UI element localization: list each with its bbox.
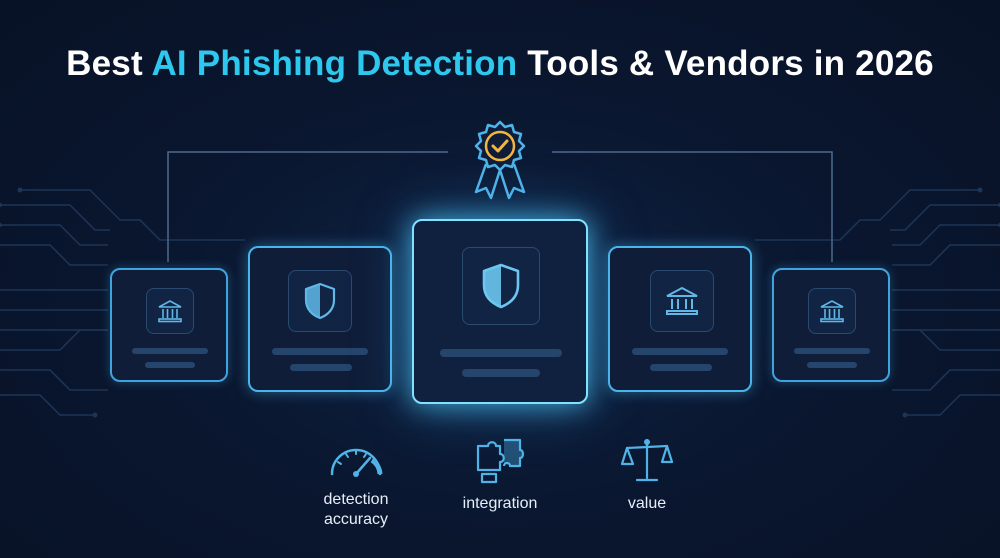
feature-detection-accuracy: detection accuracy bbox=[300, 440, 412, 530]
title-part-1: Best bbox=[66, 44, 152, 83]
card-icon-box bbox=[462, 247, 540, 325]
feature-label: detection bbox=[323, 491, 389, 508]
placeholder-bar bbox=[650, 364, 712, 371]
card-icon-box bbox=[650, 270, 714, 332]
title-part-2: Tools & Vendors in 2026 bbox=[517, 44, 934, 83]
page-title: Best AI Phishing Detection Tools & Vendo… bbox=[0, 44, 1000, 84]
feature-label: integration bbox=[462, 495, 538, 512]
vendor-card-2[interactable] bbox=[248, 246, 392, 392]
placeholder-bar bbox=[272, 348, 368, 355]
vendor-card-4[interactable] bbox=[608, 246, 752, 392]
placeholder-bar bbox=[794, 348, 870, 354]
vendor-card-5[interactable] bbox=[772, 268, 890, 382]
feature-label: value bbox=[627, 495, 667, 512]
balance-scale-icon bbox=[621, 438, 673, 482]
bank-building-icon bbox=[666, 286, 698, 315]
puzzle-pieces-icon bbox=[476, 438, 525, 484]
feature-value: value bbox=[592, 436, 702, 514]
bank-building-icon bbox=[820, 300, 844, 323]
title-highlight: AI Phishing Detection bbox=[151, 44, 518, 83]
award-ribbon-check-icon bbox=[474, 120, 526, 200]
card-icon-box bbox=[808, 288, 856, 334]
vendor-card-featured[interactable] bbox=[412, 219, 588, 404]
placeholder-bar bbox=[462, 369, 540, 377]
bank-building-icon bbox=[158, 300, 182, 323]
shield-icon bbox=[482, 263, 520, 309]
placeholder-bar bbox=[290, 364, 352, 371]
placeholder-bar bbox=[132, 348, 208, 354]
placeholder-bar bbox=[145, 362, 195, 368]
shield-icon bbox=[304, 282, 336, 320]
vendor-card-1[interactable] bbox=[110, 268, 228, 382]
feature-label: accuracy bbox=[323, 511, 389, 528]
speedometer-icon bbox=[330, 448, 383, 477]
card-icon-box bbox=[146, 288, 194, 334]
card-icon-box bbox=[288, 270, 352, 332]
placeholder-bar bbox=[632, 348, 728, 355]
feature-integration: integration bbox=[446, 436, 554, 514]
placeholder-bar bbox=[440, 349, 562, 357]
placeholder-bar bbox=[807, 362, 857, 368]
